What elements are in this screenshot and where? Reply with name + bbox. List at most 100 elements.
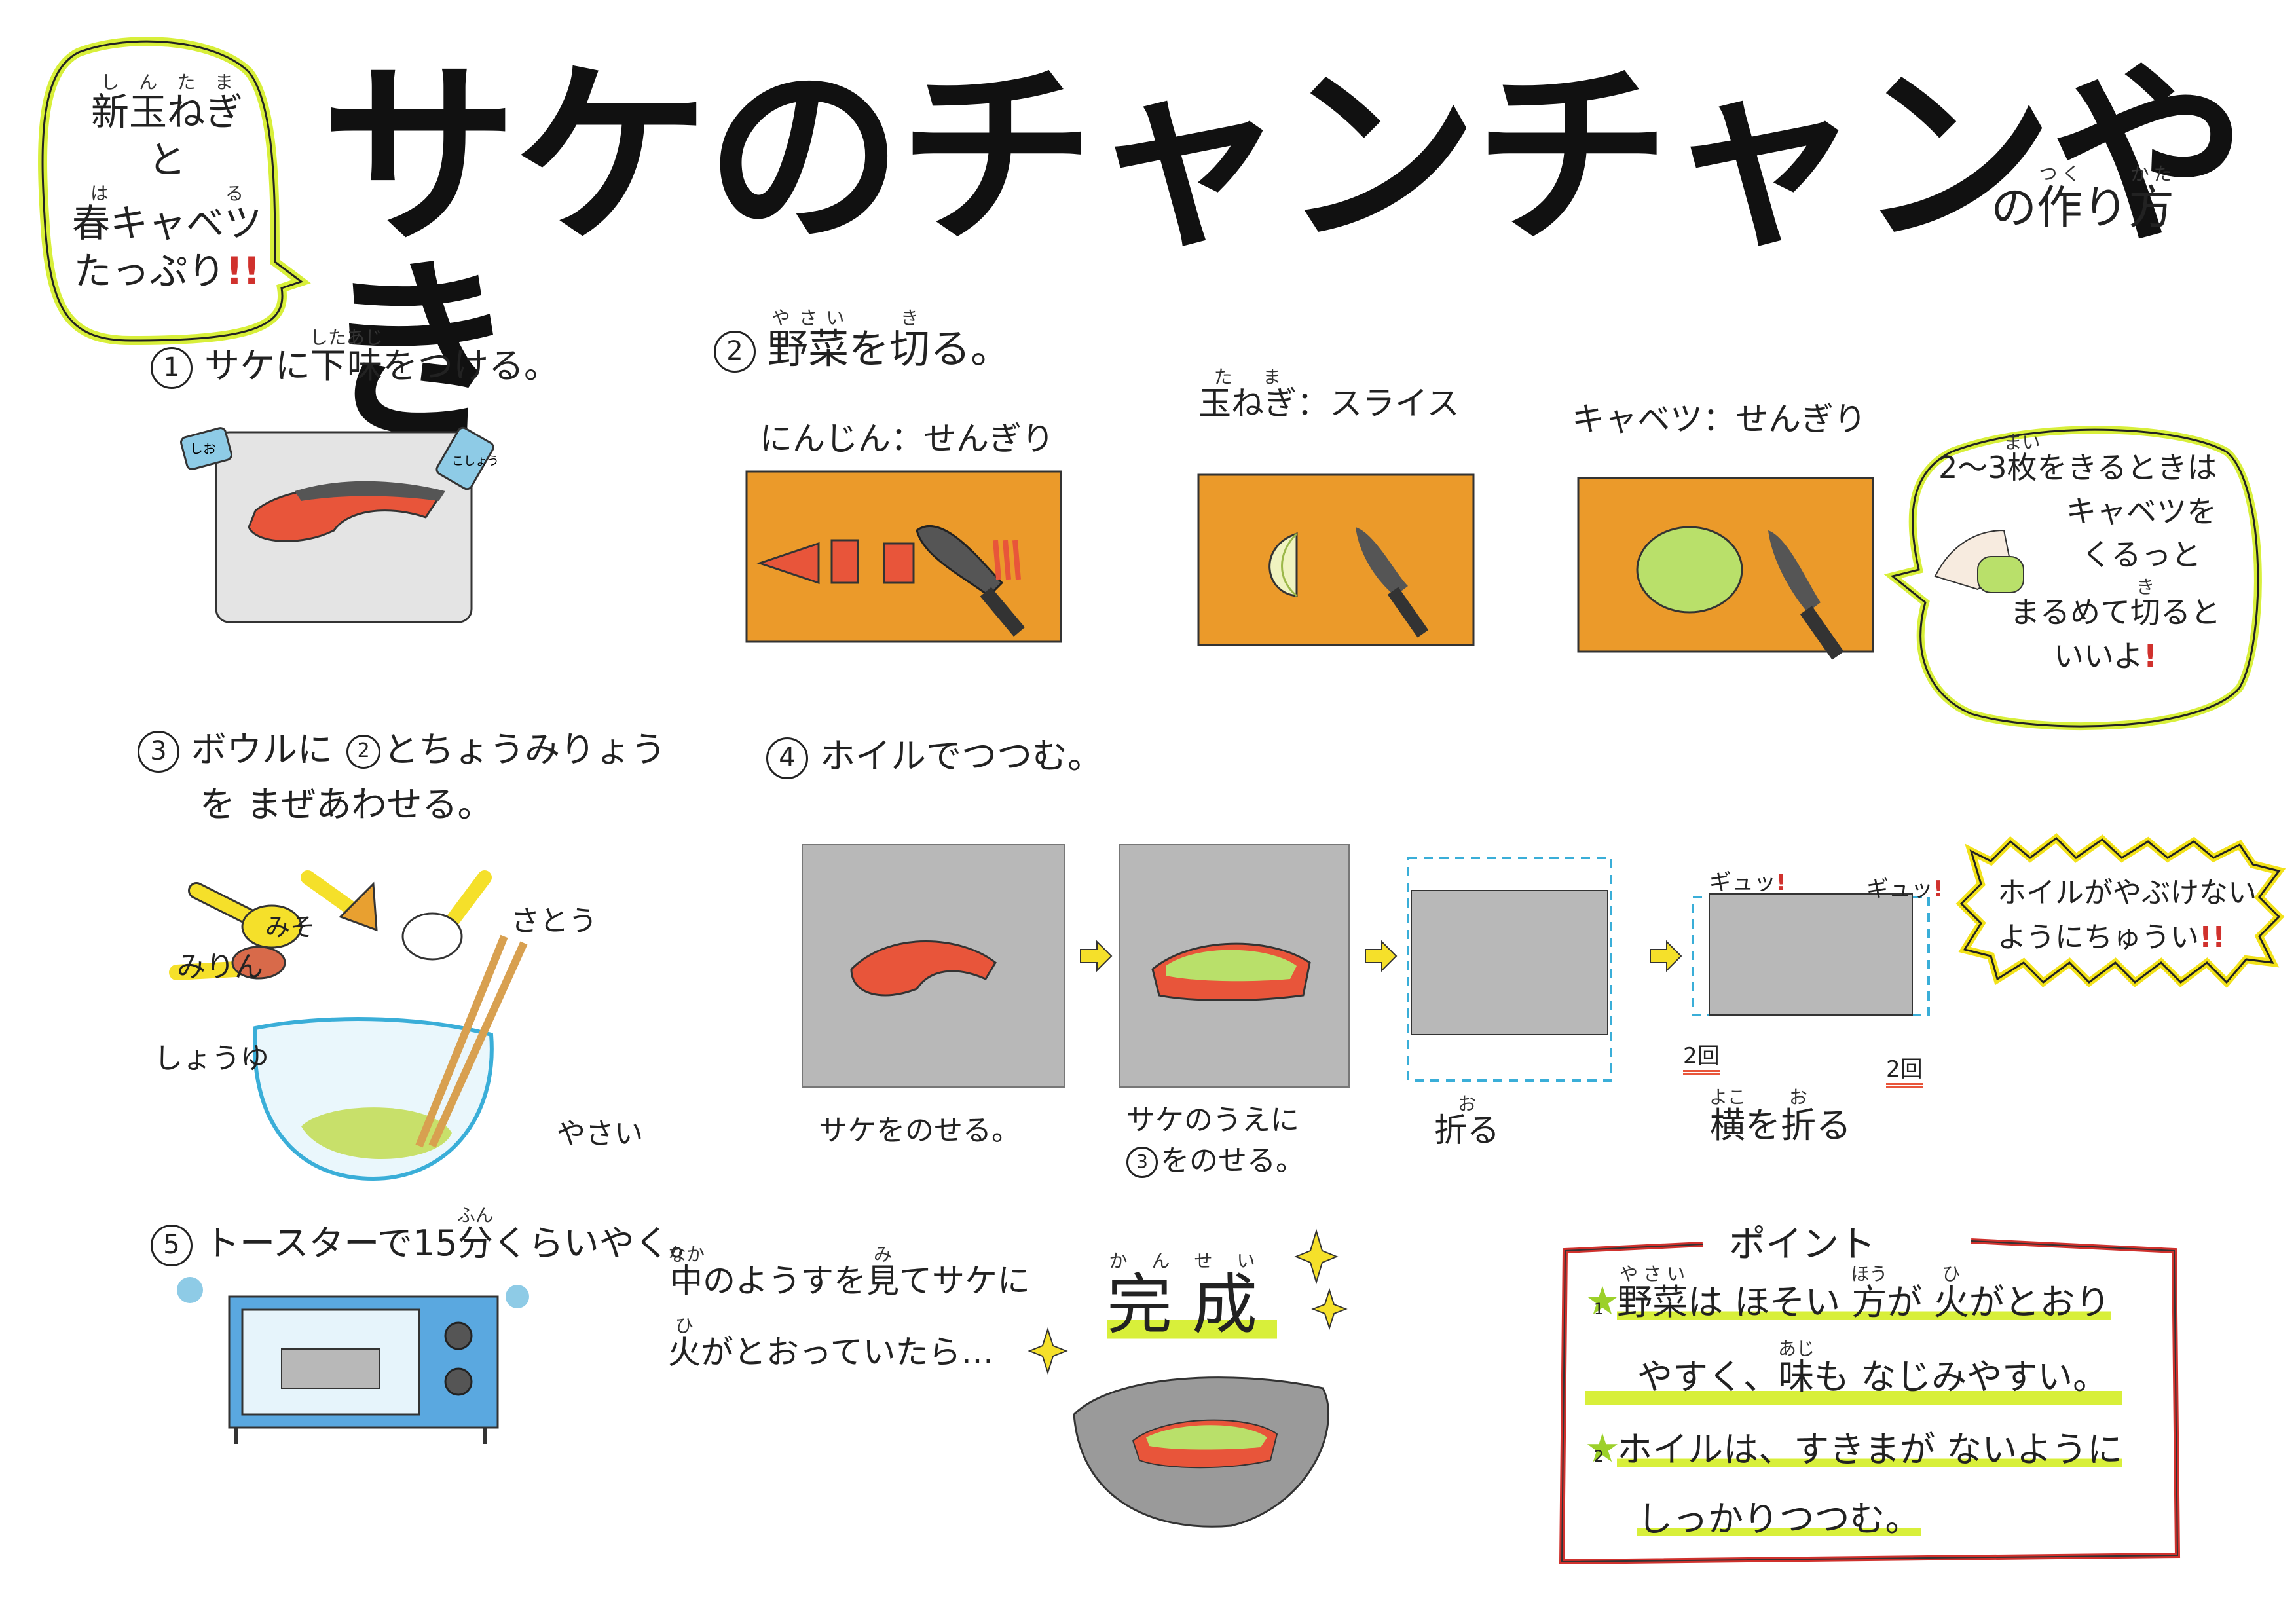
ruby: なか <box>668 1244 705 1265</box>
title-kata: 方 <box>2128 181 2174 234</box>
arrow-right-icon <box>1080 940 1113 972</box>
onion-label: 玉ねぎたま：スライス <box>1198 366 1460 424</box>
star-icon: ★ <box>1585 1425 1620 1471</box>
point-text: 火 <box>1933 1282 1969 1323</box>
warning-line1: ホイルがやぶけない <box>1997 876 2257 910</box>
point-text: は ほそい <box>1688 1282 1852 1323</box>
sugar-spoon-icon <box>401 870 492 961</box>
step-number: 3 <box>138 731 179 773</box>
ruby: き <box>889 307 931 329</box>
banner-text: 新玉ねぎしんたま と 春キャベツはる たっぷり!! <box>62 71 272 295</box>
onion-label-b: ：スライス <box>1297 384 1460 422</box>
step3-text-d: を まぜあわせる。 <box>200 784 493 826</box>
step-reference-number: 2 <box>346 735 381 769</box>
arrow-right-icon <box>1650 940 1682 972</box>
foil-panel-1 <box>802 844 1065 1088</box>
dial-icon <box>444 1321 473 1350</box>
title-ri: り <box>2083 181 2128 234</box>
foil-wrapping-illustration <box>802 844 1930 1088</box>
warning-line2: ようにちゅうい <box>1997 921 2199 955</box>
foil-step-label-1: サケをのせる。 <box>819 1114 1020 1147</box>
tip-line1-b: 枚 <box>2003 450 2041 485</box>
foil-step-label-2b: をのせる。 <box>1160 1143 1305 1177</box>
steam-icon <box>177 1277 203 1303</box>
star-icon: ★ <box>1585 1278 1620 1324</box>
steam-icon <box>506 1285 529 1308</box>
step-number: 2 <box>714 330 756 373</box>
toaster-oven-illustration <box>177 1277 529 1444</box>
title-no: の <box>1991 181 2037 234</box>
salmon-seasoning-illustration: しお こしょう <box>180 426 499 623</box>
cabbage-cutting-illustration <box>1577 477 1874 660</box>
onion-label-a: 玉ねぎ <box>1198 384 1297 422</box>
ruby: まい <box>2003 432 2041 453</box>
point-text: が <box>1887 1282 1934 1323</box>
ruby: ひ <box>668 1315 701 1337</box>
foil-panel-3 <box>1407 857 1612 1082</box>
fold-twice-left: 2回 <box>1683 1038 1720 1075</box>
tip-line2: キャベツを <box>2066 493 2217 529</box>
ruby: み <box>866 1244 899 1265</box>
point-text: も なじみやすい。 <box>1814 1356 2109 1397</box>
salt-shaker-icon: しお <box>180 427 232 470</box>
warning-text: ホイルがやぶけない ようにちゅうい!! <box>1997 871 2257 960</box>
step-number: 1 <box>151 347 193 390</box>
fold-twice-right: 2回 <box>1886 1051 1923 1088</box>
banner-line3: 春キャベツ <box>71 201 262 246</box>
hand-rolling-cabbage-icon <box>1934 529 2024 593</box>
step1-text-b: 下味 <box>310 345 384 386</box>
squeeze-text: ギュッ <box>1866 876 1933 902</box>
suffix: る <box>1816 1105 1851 1146</box>
completed-label: 完かん成せい <box>1107 1250 1277 1346</box>
tip-line4-a: まるめて <box>2010 595 2130 631</box>
check-l2b: がとおっていたら… <box>701 1333 994 1371</box>
sugar-label: さとう <box>511 904 597 938</box>
soy-sauce-label: しょうゆ <box>154 1042 269 1075</box>
exclamation-mark: !! <box>225 248 261 293</box>
foil-panel-2 <box>1119 844 1350 1088</box>
ruby: き <box>2130 576 2160 599</box>
miso-label: みそ <box>265 913 316 942</box>
ruby: かん <box>1107 1250 1192 1272</box>
tip-line3: くるっと <box>2081 537 2202 573</box>
ruby: ふん <box>456 1204 494 1226</box>
exclamation-mark: ! <box>2143 638 2158 674</box>
ruby: ひ <box>1933 1263 1969 1285</box>
foil-panel-4 <box>1692 893 1930 1016</box>
salt-label: しお <box>190 441 216 456</box>
carrot-cutting-illustration <box>745 470 1062 643</box>
point-text: やすく、 <box>1637 1356 1779 1397</box>
point-text: しっかりつつむ。 <box>1637 1498 1921 1540</box>
arrow-right-icon <box>1365 940 1398 972</box>
tip-text: 2～3枚まいをきるときは キャベツを くるっと まるめて切きると いいよ! <box>1938 432 2253 678</box>
tip-line5: いいよ <box>2053 638 2144 674</box>
tip-line1-a: 2～3 <box>1938 450 2007 485</box>
mirin-spoon-icon <box>188 882 303 949</box>
point-title: ポイント <box>1729 1223 1876 1266</box>
warning-burst <box>1955 833 2286 988</box>
foil-step-label-2a: サケのうえに <box>1126 1103 1299 1137</box>
ruby: つく <box>2037 163 2083 185</box>
ruby: したあじ <box>310 327 384 348</box>
sparkle-icons <box>1028 1228 1348 1528</box>
page-title: サケのチャンチャンやき <box>321 43 2246 468</box>
step2-text-b: を <box>849 325 890 373</box>
ruby: せい <box>1192 1250 1277 1272</box>
exclamation-mark: ! <box>1933 876 1944 902</box>
step-number: 5 <box>151 1225 193 1267</box>
point-text: 方 <box>1851 1282 1888 1323</box>
ruby: かた <box>2128 163 2174 185</box>
tip-line4-c: ると <box>2160 595 2221 631</box>
onion-slicing-illustration <box>1197 473 1475 646</box>
miso-spoon-icon <box>301 870 378 932</box>
ruby: ほう <box>1851 1263 1888 1285</box>
step1-text-c: をつける。 <box>382 345 560 386</box>
step5-text-a: トースターで15 <box>204 1223 458 1264</box>
ruby: あじ <box>1778 1338 1815 1359</box>
done-b: 成 <box>1192 1266 1277 1343</box>
ruby: よこ <box>1709 1086 1747 1108</box>
